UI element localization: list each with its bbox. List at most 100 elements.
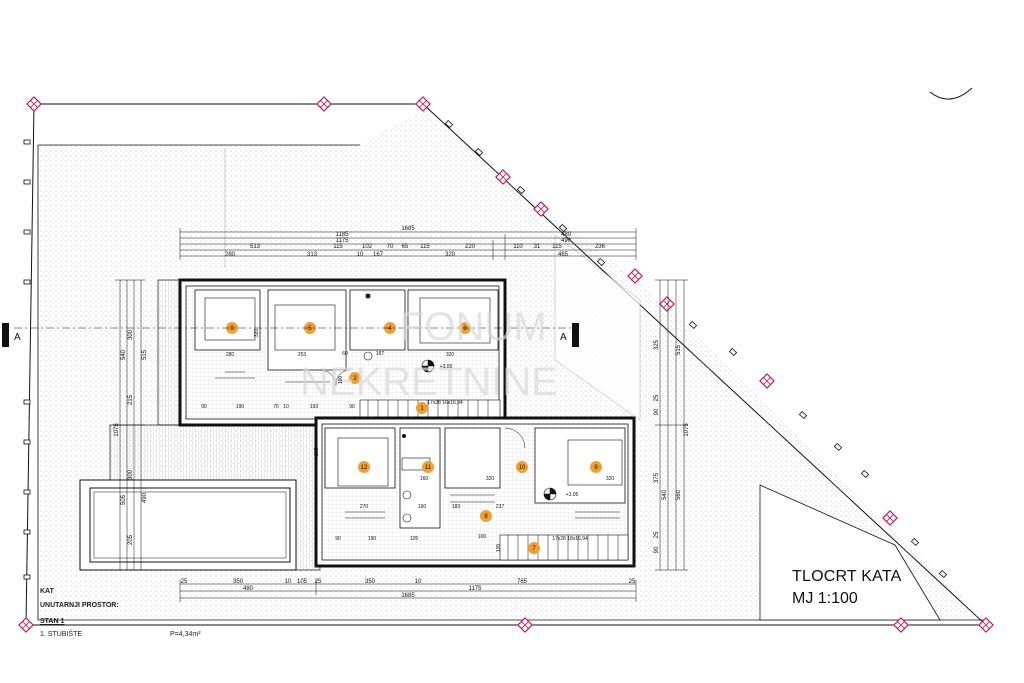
room-badge: 12 bbox=[358, 461, 370, 473]
svg-text:215: 215 bbox=[128, 394, 134, 405]
svg-text:193: 193 bbox=[310, 404, 319, 410]
title-block: TLOCRT KATA MJ 1:100 bbox=[792, 568, 901, 608]
svg-text:A: A bbox=[14, 332, 21, 343]
svg-text:270: 270 bbox=[360, 504, 369, 510]
svg-text:313: 313 bbox=[307, 252, 318, 258]
left-dimension-labels: 540 300 515 215 1075 505 300 490 205 bbox=[114, 329, 148, 545]
svg-text:236: 236 bbox=[595, 244, 606, 250]
legend-floor: KAT bbox=[40, 588, 54, 595]
svg-text:115: 115 bbox=[333, 244, 343, 250]
svg-text:540: 540 bbox=[662, 489, 668, 500]
svg-text:17x28 16x16,94: 17x28 16x16,94 bbox=[427, 400, 463, 406]
svg-text:25: 25 bbox=[315, 579, 322, 585]
svg-text:90: 90 bbox=[201, 404, 207, 410]
svg-text:1075: 1075 bbox=[684, 423, 690, 437]
svg-text:167: 167 bbox=[373, 252, 384, 258]
svg-text:100: 100 bbox=[478, 534, 487, 540]
bottom-dimension-lines bbox=[179, 580, 637, 602]
room-badge: 11 bbox=[422, 461, 434, 473]
svg-text:300: 300 bbox=[128, 329, 134, 340]
svg-text:540: 540 bbox=[121, 349, 127, 360]
legend-unit: STAN 1 bbox=[40, 618, 65, 625]
svg-text:115: 115 bbox=[552, 244, 562, 250]
svg-text:70: 70 bbox=[387, 244, 394, 250]
svg-text:60: 60 bbox=[342, 351, 348, 357]
svg-text:12: 12 bbox=[361, 465, 368, 471]
svg-text:90: 90 bbox=[349, 404, 355, 410]
svg-text:183: 183 bbox=[452, 504, 461, 510]
room-badge: 7 bbox=[528, 542, 540, 554]
svg-text:513: 513 bbox=[250, 244, 261, 250]
svg-text:2: 2 bbox=[353, 376, 357, 382]
room-badge: 10 bbox=[516, 461, 528, 473]
svg-text:160: 160 bbox=[420, 476, 429, 482]
svg-text:765: 765 bbox=[517, 579, 528, 585]
svg-text:320: 320 bbox=[445, 252, 456, 258]
svg-text:205: 205 bbox=[128, 534, 134, 545]
svg-text:490: 490 bbox=[142, 492, 148, 503]
svg-text:110: 110 bbox=[513, 244, 523, 250]
svg-text:253: 253 bbox=[298, 352, 307, 358]
svg-text:90: 90 bbox=[654, 546, 660, 553]
svg-text:237: 237 bbox=[496, 504, 505, 510]
svg-text:102: 102 bbox=[362, 244, 373, 250]
svg-text:10: 10 bbox=[415, 579, 422, 585]
svg-text:515: 515 bbox=[676, 344, 682, 355]
upper-block-dimension-labels: 280 253 320 320 90 190 70 10 193 90 60 1… bbox=[201, 329, 463, 410]
svg-text:9: 9 bbox=[594, 465, 598, 471]
svg-text:1: 1 bbox=[420, 406, 424, 412]
fence-posts bbox=[23, 119, 948, 580]
svg-text:10: 10 bbox=[285, 579, 292, 585]
svg-text:A: A bbox=[560, 332, 567, 343]
svg-text:1175: 1175 bbox=[336, 238, 350, 244]
svg-text:25: 25 bbox=[654, 394, 660, 401]
watermark: FONUM NEKRETNINE bbox=[300, 305, 558, 404]
drawing-scale: MJ 1:100 bbox=[792, 590, 858, 607]
room-badge: 2 bbox=[349, 372, 361, 384]
svg-text:320: 320 bbox=[486, 476, 495, 482]
svg-text:560: 560 bbox=[676, 489, 682, 500]
svg-text:7: 7 bbox=[532, 546, 536, 552]
room-badge: 9 bbox=[226, 322, 238, 334]
svg-text:+3.05: +3.05 bbox=[440, 364, 453, 370]
svg-text:31: 31 bbox=[534, 244, 541, 250]
svg-text:11: 11 bbox=[425, 465, 432, 471]
svg-text:70: 70 bbox=[273, 404, 279, 410]
svg-text:350: 350 bbox=[365, 579, 376, 585]
lower-block-dimension-labels: 270 320 320 90 190 105 160 183 100 160 2… bbox=[314, 448, 614, 553]
svg-text:325: 325 bbox=[654, 339, 660, 350]
svg-text:490: 490 bbox=[561, 238, 572, 244]
svg-text:190: 190 bbox=[236, 404, 245, 410]
svg-text:FONUM: FONUM bbox=[400, 305, 547, 349]
svg-text:505: 505 bbox=[121, 494, 127, 505]
svg-text:10: 10 bbox=[519, 465, 526, 471]
svg-text:1075: 1075 bbox=[114, 423, 120, 437]
svg-text:105: 105 bbox=[410, 536, 419, 542]
right-dimension-labels: 325 515 25 90 1075 375 540 560 25 90 bbox=[654, 339, 690, 553]
svg-text:1175: 1175 bbox=[469, 586, 483, 592]
svg-text:1185: 1185 bbox=[336, 232, 350, 238]
svg-text:105: 105 bbox=[496, 544, 502, 553]
svg-text:100: 100 bbox=[338, 376, 344, 385]
svg-text:167: 167 bbox=[376, 351, 385, 357]
svg-text:320: 320 bbox=[446, 352, 455, 358]
lower-building-block bbox=[314, 416, 636, 568]
svg-text:350: 350 bbox=[233, 579, 244, 585]
svg-text:320: 320 bbox=[606, 476, 615, 482]
svg-text:280: 280 bbox=[226, 352, 235, 358]
svg-text:10: 10 bbox=[357, 252, 364, 258]
svg-text:10: 10 bbox=[283, 404, 289, 410]
svg-text:5: 5 bbox=[308, 326, 312, 332]
survey-markers bbox=[18, 96, 994, 633]
svg-text:115: 115 bbox=[420, 244, 430, 250]
svg-text:65: 65 bbox=[402, 244, 409, 250]
svg-text:480: 480 bbox=[243, 586, 254, 592]
svg-text:+3.05: +3.05 bbox=[566, 492, 579, 498]
legend-interior-label: UNUTARNJI PROSTOR: bbox=[40, 602, 119, 609]
room-badge: 1 bbox=[416, 402, 428, 414]
section-line: A A bbox=[2, 323, 579, 347]
svg-text:3: 3 bbox=[463, 326, 467, 332]
svg-text:8: 8 bbox=[484, 514, 488, 520]
svg-text:4: 4 bbox=[388, 326, 392, 332]
